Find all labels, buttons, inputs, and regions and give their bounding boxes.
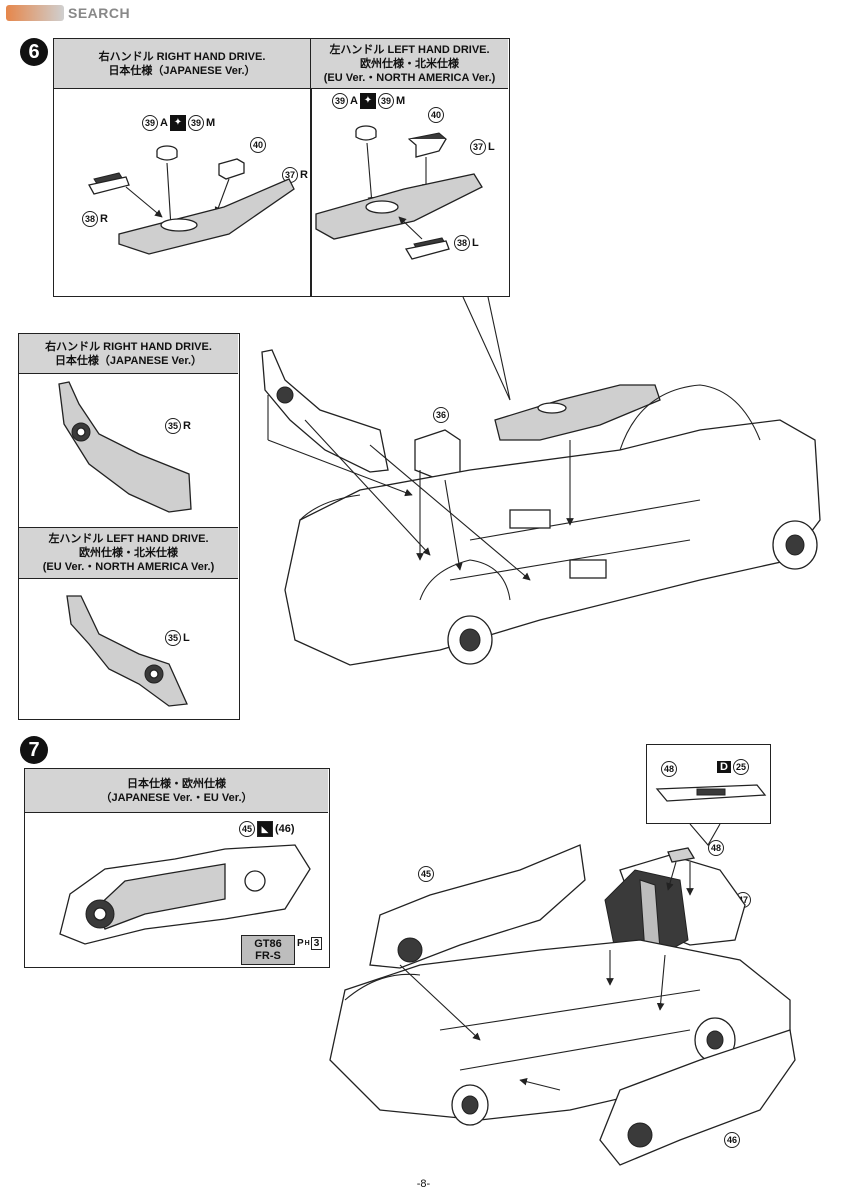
lhd-header: 左ハンドル LEFT HAND DRIVE. 欧州仕様・北米仕様 (EU Ver… — [311, 39, 508, 89]
firewall-options-box: 右ハンドル RIGHT HAND DRIVE. 日本仕様（JAPANESE Ve… — [18, 333, 240, 720]
console-rhd-drawing — [88, 125, 483, 260]
decal-icon: ◣ — [257, 821, 273, 837]
part-48-label: 48 — [708, 840, 724, 856]
firewall-drawings — [58, 381, 192, 707]
console-inset-box: 右ハンドル RIGHT HAND DRIVE. 日本仕様（JAPANESE Ve… — [53, 38, 510, 297]
model-badge: GT86 FR-S — [241, 935, 295, 965]
trim-48-inset: 48 D 25 — [646, 744, 771, 824]
part-45-label: 45 — [418, 866, 434, 882]
step-7-number: 7 — [20, 736, 48, 764]
alternate-icon: ✦ — [169, 115, 186, 131]
decal-25-label: D 25 — [717, 759, 749, 775]
part-48-label-inset: 48 — [661, 761, 677, 777]
step7-header: 日本仕様・欧州仕様 （JAPANESE Ver.・EU Ver.） — [25, 769, 328, 813]
alternate-icon: ✦ — [359, 93, 376, 109]
watermark-icon — [6, 5, 64, 21]
part-40-label-rhd: 40 — [250, 137, 266, 153]
door-panel-box: 日本仕様・欧州仕様 （JAPANESE Ver.・EU Ver.） 45 ◣ (… — [24, 768, 330, 968]
part-36-label: 36 — [433, 407, 449, 423]
watermark-text: SEARCH — [68, 5, 131, 21]
part-40-label-lhd: 40 — [428, 107, 444, 123]
trim-48-drawing — [655, 784, 767, 802]
lhd-side-header: 左ハンドル LEFT HAND DRIVE. 欧州仕様・北米仕様 (EU Ver… — [19, 527, 238, 579]
door-panel-drawing — [59, 844, 311, 945]
page-number: -8- — [416, 1178, 431, 1190]
part-45-label-inset: 45 ◣ (46) — [239, 821, 295, 837]
rhd-side-header: 右ハンドル RIGHT HAND DRIVE. 日本仕様（JAPANESE Ve… — [19, 334, 238, 374]
part-46-label: 46 — [724, 1132, 740, 1148]
rhd-header: 右ハンドル RIGHT HAND DRIVE. 日本仕様（JAPANESE Ve… — [54, 39, 311, 89]
watermark-logo: SEARCH — [6, 4, 130, 22]
inset-divider — [310, 89, 312, 296]
step-6-number: 6 — [20, 38, 48, 66]
